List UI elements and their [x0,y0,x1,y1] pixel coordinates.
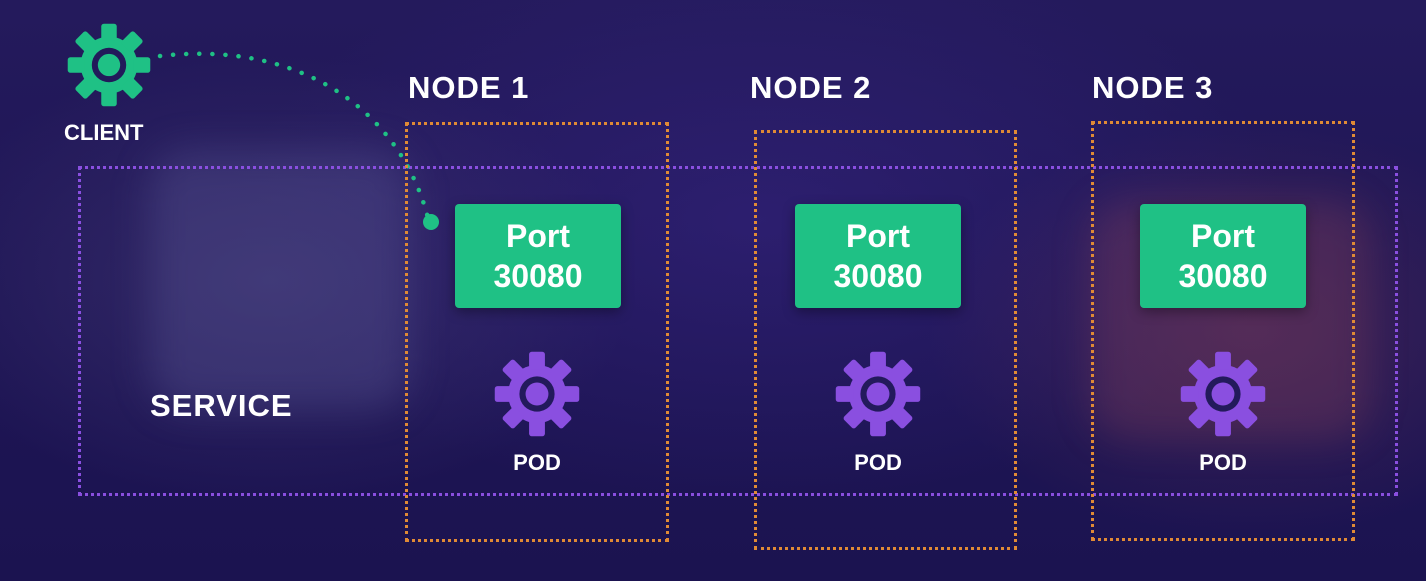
client-gear-icon [67,23,151,107]
node-1-title: NODE 1 [408,70,530,105]
service-boundary [78,166,1398,496]
node-3-title: NODE 3 [1092,70,1214,105]
node-2-pod-label: POD [854,450,902,475]
node-2-port: Port 30080 [795,204,961,308]
node-3-pod-gear-icon [1180,351,1266,437]
node-2-port-label: Port [846,218,910,254]
client-label: CLIENT [64,120,144,145]
service-label: SERVICE [150,388,293,423]
node-3-port: Port 30080 [1140,204,1306,308]
connector-endpoint [423,214,439,230]
node-3-port-number: 30080 [1178,258,1268,294]
node-1-port-label: Port [506,218,570,254]
node-1-port: Port 30080 [455,204,621,308]
node-1-box [405,122,669,542]
node-1-pod-gear-icon [494,351,580,437]
node-1-pod-label: POD [513,450,561,475]
node-3-pod-label: POD [1199,450,1247,475]
node-2-title: NODE 2 [750,70,872,105]
node-3-box [1091,121,1355,541]
node-2-box [754,130,1017,550]
node-1-port-number: 30080 [493,258,583,294]
node-3-port-label: Port [1191,218,1255,254]
node-2-port-number: 30080 [833,258,923,294]
background-blob [150,150,410,410]
node-2-pod-gear-icon [835,351,921,437]
